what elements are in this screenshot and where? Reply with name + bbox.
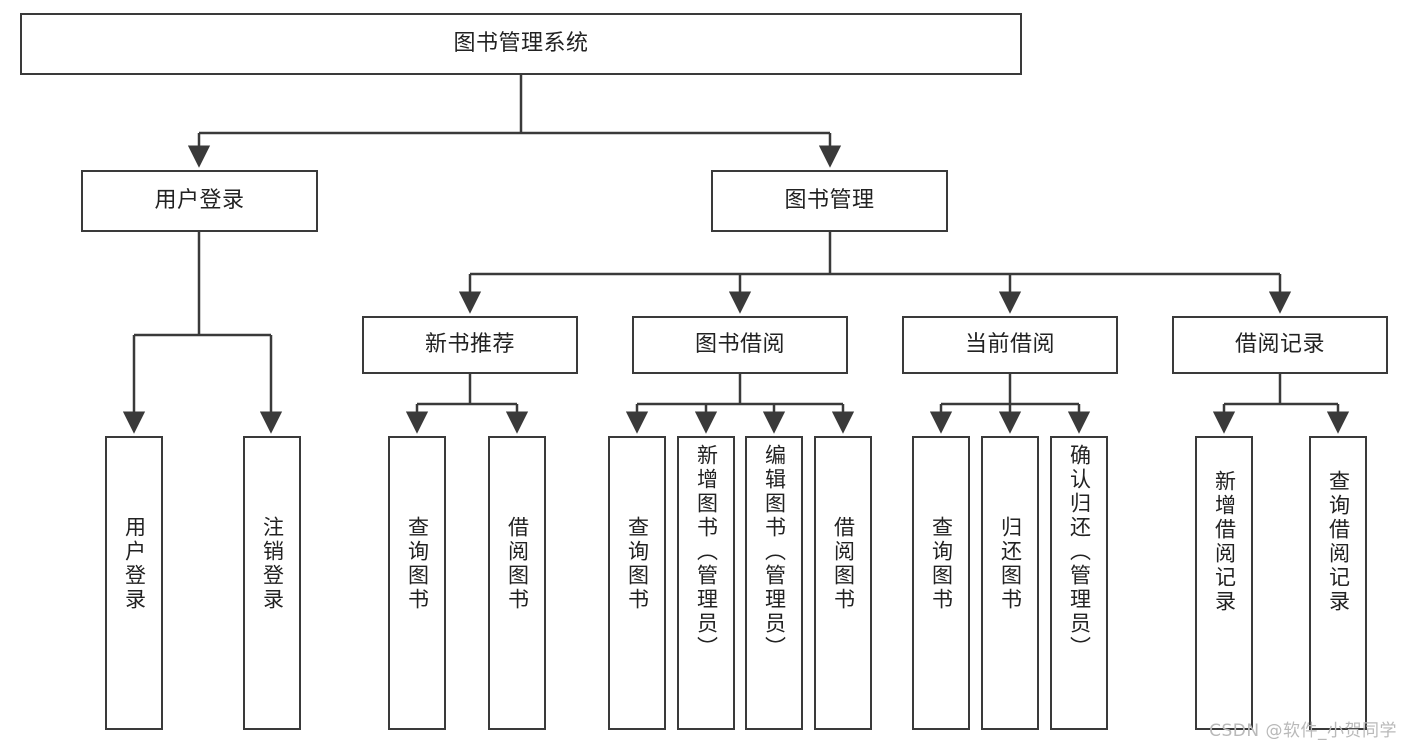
node-new-book-recommend[interactable]: 新书推荐	[362, 316, 578, 374]
node-label: 图书管理系统	[453, 30, 589, 56]
leaf-borrow-record-query-record[interactable]: 查询借阅记录	[1309, 436, 1367, 730]
node-label: 借阅图书	[505, 516, 530, 612]
node-label: 查询图书	[625, 516, 650, 612]
node-label: 新增图书（管理员）	[694, 444, 719, 660]
watermark-text: CSDN @软件_小贺同学	[1209, 721, 1397, 741]
node-book-borrow[interactable]: 图书借阅	[632, 316, 848, 374]
leaf-current-borrow-return-book[interactable]: 归还图书	[981, 436, 1039, 730]
node-label: 编辑图书（管理员）	[762, 444, 787, 660]
node-label: 借阅图书	[831, 516, 856, 612]
leaf-borrow-record-add-record[interactable]: 新增借阅记录	[1195, 436, 1253, 730]
node-borrow-record[interactable]: 借阅记录	[1172, 316, 1388, 374]
node-label: 用户登录	[122, 516, 147, 612]
leaf-user-login-login[interactable]: 用户登录	[105, 436, 163, 730]
node-label: 注销登录	[260, 516, 285, 612]
node-label: 新书推荐	[424, 331, 515, 357]
leaf-book-borrow-query-book[interactable]: 查询图书	[608, 436, 666, 730]
node-label: 确认归还（管理员）	[1067, 444, 1092, 660]
leaf-new-book-borrow-book[interactable]: 借阅图书	[488, 436, 546, 730]
node-label: 查询图书	[929, 516, 954, 612]
node-user-login[interactable]: 用户登录	[81, 170, 318, 232]
leaf-new-book-query-book[interactable]: 查询图书	[388, 436, 446, 730]
node-label: 借阅记录	[1234, 331, 1325, 357]
node-label: 用户登录	[154, 187, 245, 213]
node-label: 当前借阅	[964, 331, 1055, 357]
leaf-book-borrow-edit-book-admin[interactable]: 编辑图书（管理员）	[745, 436, 803, 730]
node-label: 图书借阅	[694, 331, 785, 357]
node-label: 查询图书	[405, 516, 430, 612]
node-label: 新增借阅记录	[1212, 470, 1237, 614]
node-label: 归还图书	[998, 516, 1023, 612]
leaf-current-borrow-confirm-return-admin[interactable]: 确认归还（管理员）	[1050, 436, 1108, 730]
leaf-book-borrow-borrow-book[interactable]: 借阅图书	[814, 436, 872, 730]
leaf-book-borrow-add-book-admin[interactable]: 新增图书（管理员）	[677, 436, 735, 730]
node-current-borrow[interactable]: 当前借阅	[902, 316, 1118, 374]
node-label: 图书管理	[784, 187, 875, 213]
leaf-user-login-logout[interactable]: 注销登录	[243, 436, 301, 730]
node-root-book-management-system[interactable]: 图书管理系统	[20, 13, 1022, 75]
leaf-current-borrow-query-book[interactable]: 查询图书	[912, 436, 970, 730]
node-book-management[interactable]: 图书管理	[711, 170, 948, 232]
node-label: 查询借阅记录	[1326, 470, 1351, 614]
